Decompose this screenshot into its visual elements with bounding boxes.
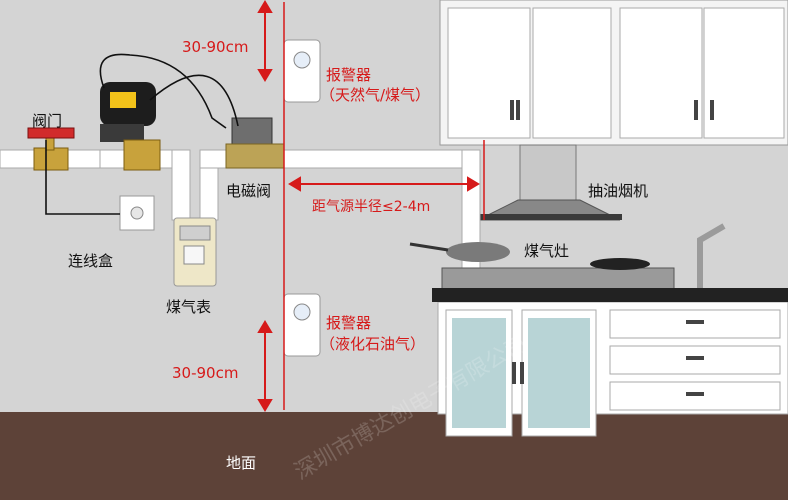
bottom-distance-label: 30-90cm [172,364,238,382]
cabinet-handle [694,100,698,120]
junction-box-illustration [120,196,154,230]
cabinet-handle [510,100,514,120]
lower-alarm-subtitle: （液化石油气） [320,333,425,354]
cabinet-handle [710,100,714,120]
range-hood-label: 抽油烟机 [588,180,648,201]
manual-valve-illustration [28,128,74,170]
gas-stove-label: 煤气灶 [524,240,569,261]
floor-label: 地面 [226,452,256,473]
lower-alarm-title: 报警器 [326,312,371,333]
counter-top [432,288,788,302]
gas-meter-label: 煤气表 [166,296,211,317]
gas-meter-illustration [174,218,216,286]
cabinet-handle [516,100,520,120]
alarm-detector-upper [284,40,320,102]
top-distance-label: 30-90cm [182,38,248,56]
alarm-detector-lower [284,294,320,356]
upper-cabinets [440,0,788,145]
solenoid-valve-illustration [226,118,284,168]
radius-note-label: 距气源半径≤2-4m [312,196,430,216]
faucet-illustration [700,226,724,288]
junction-box-label: 连线盒 [68,250,113,271]
solenoid-valve-label: 电磁阀 [226,180,271,201]
valve-label: 阀门 [32,110,62,131]
upper-alarm-title: 报警器 [326,64,371,85]
upper-alarm-subtitle: （天然气/煤气） [320,84,430,105]
